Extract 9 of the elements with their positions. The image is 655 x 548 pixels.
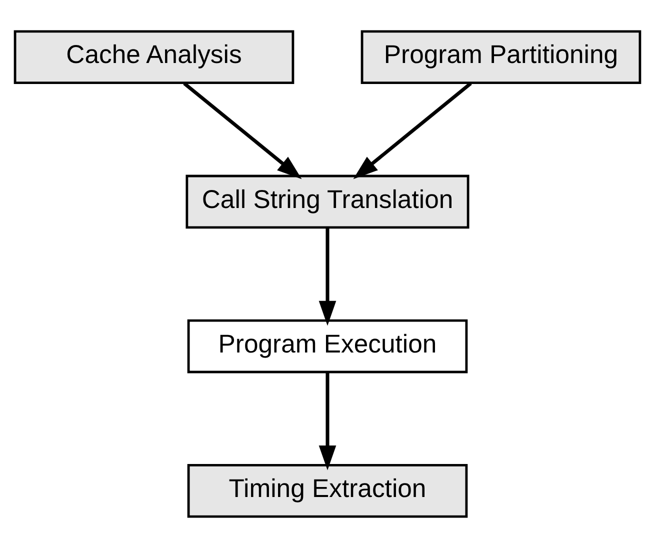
node-box: Timing Extraction: [187, 464, 468, 518]
arrow: [318, 228, 336, 326]
arrow: [353, 82, 472, 180]
node-box: Call String Translation: [186, 174, 470, 229]
arrow: [183, 82, 302, 180]
node-box: Cache Analysis: [14, 30, 294, 84]
node-box: Program Partitioning: [360, 30, 642, 84]
node-box: Program Execution: [187, 319, 468, 374]
arrow: [318, 372, 336, 470]
